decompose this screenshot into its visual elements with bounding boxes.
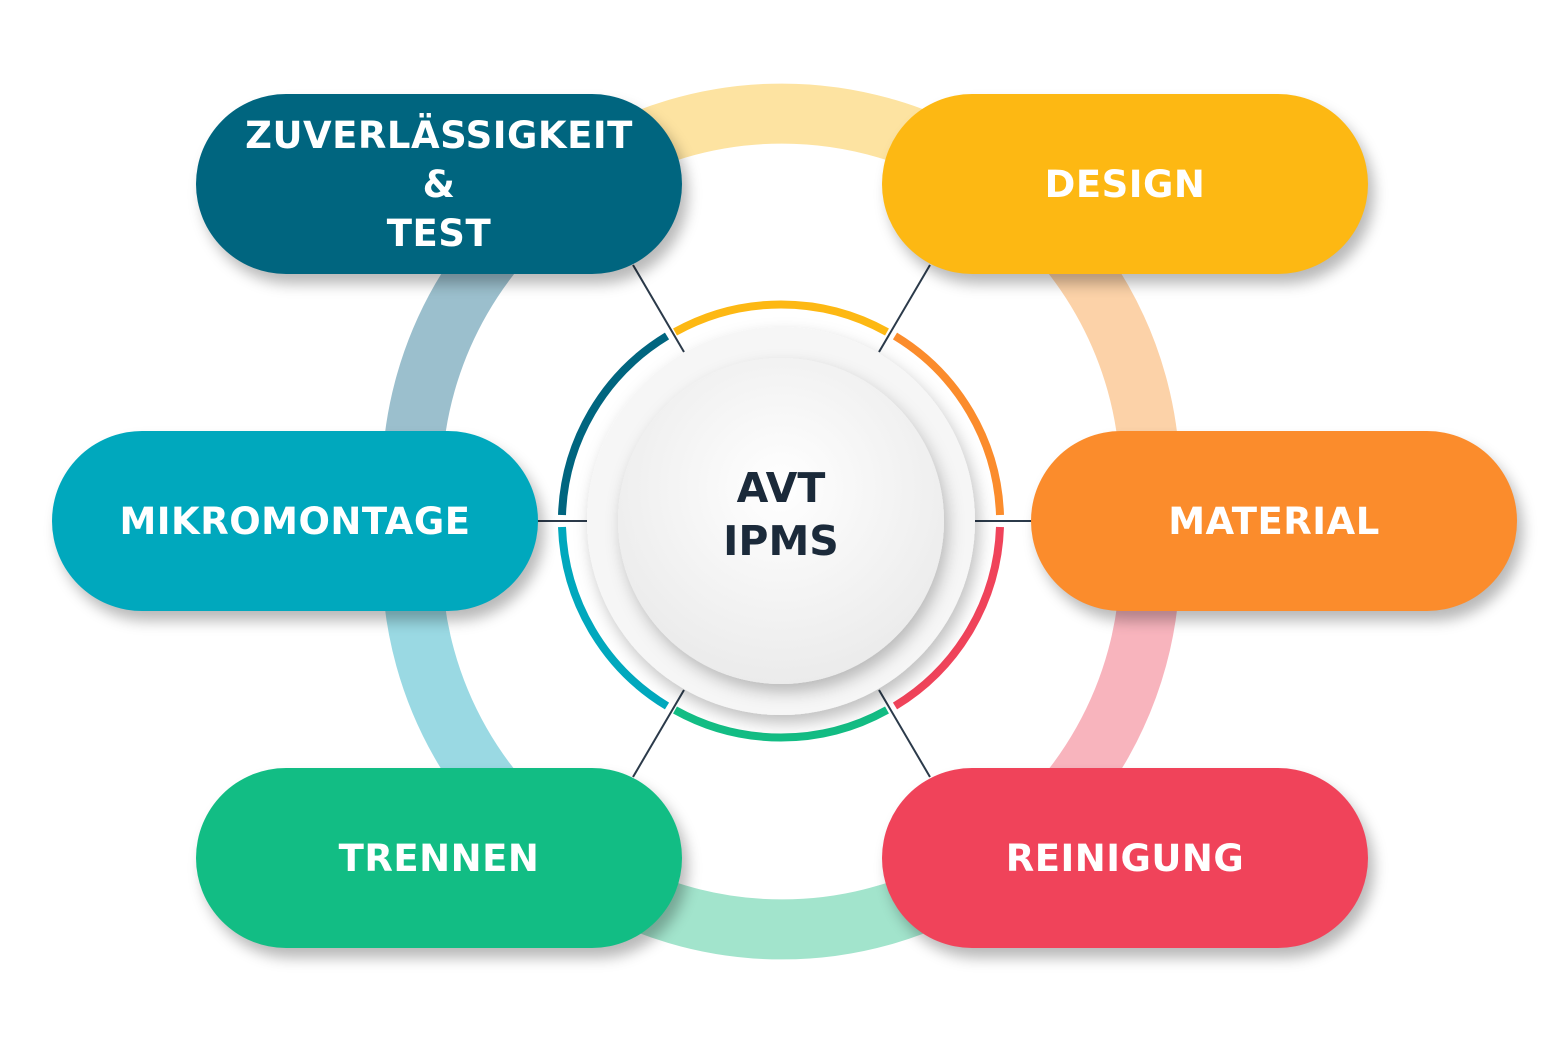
node-label: TRENNEN [338, 836, 540, 880]
hub-label-line2: IPMS [723, 517, 839, 565]
hub-label-line1: AVT [736, 464, 826, 512]
node-label: REINIGUNG [1005, 836, 1245, 880]
node-label: MATERIAL [1168, 499, 1380, 543]
node-mikromontage[interactable]: MIKROMONTAGE [52, 431, 538, 611]
connector-line [878, 264, 931, 353]
node-label: MIKROMONTAGE [119, 499, 471, 543]
inner-arc-mikromontage [558, 526, 670, 710]
inner-arc-zuverlaessigkeit [558, 332, 670, 516]
hub-label: AVT IPMS [681, 462, 881, 568]
node-label-line1: ZUVERLÄSSIGKEIT & [245, 113, 633, 206]
node-label-line2: TEST [386, 211, 492, 255]
node-reinigung[interactable]: REINIGUNG [882, 768, 1368, 948]
connector-line [632, 689, 685, 778]
node-zuverlaessigkeit-test[interactable]: ZUVERLÄSSIGKEIT & TEST [196, 94, 682, 274]
inner-arc-reinigung [892, 526, 1004, 710]
connector-line [878, 689, 931, 778]
node-material[interactable]: MATERIAL [1031, 431, 1517, 611]
inner-arc-design [673, 300, 889, 336]
inner-arc-trennen [673, 706, 889, 742]
node-design[interactable]: DESIGN [882, 94, 1368, 274]
node-label: DESIGN [1044, 162, 1206, 206]
inner-arc-material [892, 332, 1004, 516]
hub-inner-circle [618, 358, 944, 684]
node-trennen[interactable]: TRENNEN [196, 768, 682, 948]
connector-line [632, 264, 685, 353]
